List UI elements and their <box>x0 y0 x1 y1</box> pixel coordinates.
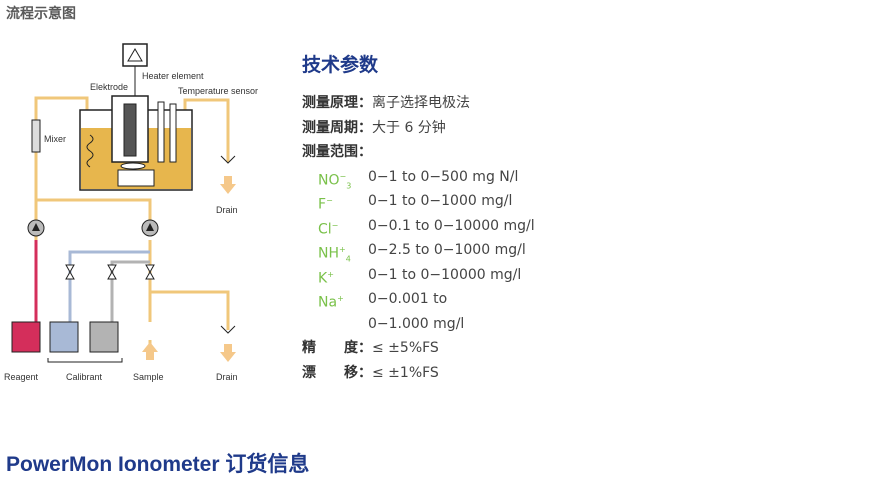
up-arrow-icon <box>142 342 158 360</box>
spec-period: 测量周期：大于 6 分钟 <box>302 116 722 141</box>
spec-precision: 精 度：≤ ±5%FS <box>302 336 722 361</box>
measurement-vessel <box>79 95 193 191</box>
technical-specs: 技术参数 测量原理：离子选择电极法 测量周期：大于 6 分钟 测量范围： NO−… <box>302 50 722 385</box>
ion-symbol: K+ <box>318 269 334 287</box>
ion-row: K+ 0−1 to 0−10000 mg/l <box>302 263 722 288</box>
ion-range: 0−1.000 mg/l <box>368 315 465 332</box>
ion-row-continued: 0−1.000 mg/l <box>302 312 722 337</box>
reagent-container <box>11 321 41 353</box>
label-mixer: Mixer <box>44 134 66 144</box>
ion-symbol: F− <box>318 196 333 213</box>
pump-icon <box>27 219 45 237</box>
ion-row: F− 0−1 to 0−1000 mg/l <box>302 189 722 214</box>
down-arrow-icon <box>220 176 236 362</box>
spec-label: 测量周期： <box>302 119 372 136</box>
calibrant-container <box>49 321 119 353</box>
ion-range: 0−1 to 0−500 mg N/l <box>368 168 519 185</box>
calibrant-line <box>68 250 150 322</box>
label-calibrant: Calibrant <box>66 372 103 382</box>
valve-icon <box>65 264 155 280</box>
ion-range: 0−0.001 to <box>368 291 448 307</box>
label-sample: Sample <box>133 372 164 382</box>
drain-icon <box>220 155 236 334</box>
spec-label: 测量范围： <box>302 144 372 160</box>
flow-diagram-title: 流程示意图 <box>6 6 76 22</box>
ion-range: 0−2.5 to 0−1000 mg/l <box>368 242 526 258</box>
label-electrode: Elektrode <box>90 82 128 92</box>
specs-title: 技术参数 <box>302 54 379 76</box>
ion-range: 0−1 to 0−10000 mg/l <box>368 266 522 283</box>
label-drain-top: Drain <box>216 205 238 215</box>
label-temp-sensor: Temperature sensor <box>178 86 258 96</box>
label-drain-bottom: Drain <box>216 372 238 382</box>
ion-row: Na+ 0−0.001 to <box>302 287 722 312</box>
ion-symbol: NO−3 <box>318 171 352 190</box>
ion-row: NH+4 0−2.5 to 0−1000 mg/l <box>302 238 722 263</box>
spec-value: 离子选择电极法 <box>372 95 470 111</box>
spec-drift: 漂 移：≤ ±1%FS <box>302 361 722 386</box>
spec-range: 测量范围： <box>302 140 722 165</box>
spec-value: 大于 6 分钟 <box>372 119 446 136</box>
ion-symbol: Na+ <box>318 294 344 311</box>
order-info-title: PowerMon Ionometer 订货信息 <box>6 453 310 476</box>
label-heater: Heater element <box>142 71 204 81</box>
spec-principle: 测量原理：离子选择电极法 <box>302 91 722 116</box>
ion-symbol: Cl− <box>318 220 339 238</box>
process-flow-diagram: Heater element Elektrode Temperature sen… <box>4 43 258 382</box>
spec-label: 测量原理： <box>302 95 372 111</box>
label-reagent: Reagent <box>4 372 39 382</box>
electrode-triangle-box <box>122 43 148 96</box>
ion-range: 0−0.1 to 0−10000 mg/l <box>368 217 535 234</box>
pump-icon <box>141 219 159 237</box>
ion-row: Cl− 0−0.1 to 0−10000 mg/l <box>302 214 722 239</box>
spec-label: 漂 移： <box>302 364 372 381</box>
ion-range: 0−1 to 0−1000 mg/l <box>368 193 513 209</box>
calibrant-bracket <box>47 358 123 363</box>
mixer-icon <box>31 119 41 153</box>
ion-symbol: NH+4 <box>318 245 351 264</box>
spec-label: 精 度： <box>302 340 372 356</box>
spec-value: ≤ ±5%FS <box>372 340 439 356</box>
gray-line <box>110 260 150 322</box>
ion-row: NO−3 0−1 to 0−500 mg N/l <box>302 165 722 190</box>
spec-value: ≤ ±1%FS <box>372 364 439 381</box>
